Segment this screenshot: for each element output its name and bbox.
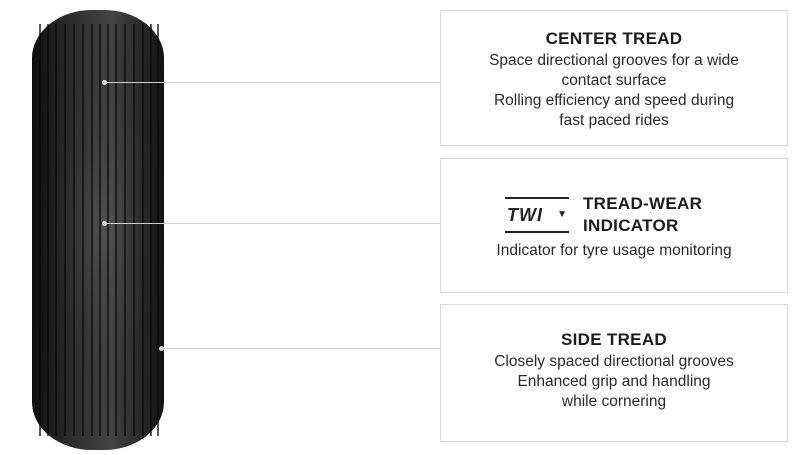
twi-arrow-icon: ▼: [557, 209, 567, 220]
side-tread-line-3: while cornering: [561, 393, 667, 410]
twi-connector: [104, 223, 440, 224]
center-tread-marker: [102, 80, 107, 85]
center-tread-line-4: fast paced rides: [559, 112, 669, 129]
center-tread-connector: [104, 82, 440, 83]
twi-title: TREAD-WEAR INDICATOR: [583, 194, 703, 235]
side-tread-line-1: Closely spaced directional grooves: [494, 353, 734, 370]
tread-wear-indicator-card: TWI ▼ TREAD-WEAR INDICATOR Indicator for…: [440, 158, 788, 293]
twi-header: TWI ▼ TREAD-WEAR INDICATOR: [441, 193, 787, 237]
side-tread-line-2: Enhanced grip and handling: [517, 373, 711, 390]
center-tread-line-3: Rolling efficiency and speed during: [493, 92, 735, 109]
twi-marker: [102, 221, 107, 226]
center-tread-line-2: contact surface: [561, 72, 667, 89]
side-tread-marker: [159, 346, 164, 351]
side-tread-title: SIDE TREAD: [561, 330, 667, 349]
center-tread-line-1: Space directional grooves for a wide: [489, 52, 739, 69]
twi-badge-text: TWI: [507, 205, 543, 225]
twi-badge-icon: TWI ▼: [505, 197, 569, 233]
side-tread-connector: [162, 348, 440, 349]
center-tread-title: CENTER TREAD: [545, 29, 683, 48]
twi-description: Indicator for tyre usage monitoring: [496, 242, 732, 259]
tyre-illustration: [32, 10, 164, 450]
side-tread-card: SIDE TREAD Closely spaced directional gr…: [440, 304, 788, 442]
center-tread-card: CENTER TREAD Space directional grooves f…: [440, 10, 788, 146]
tread-grooves: [39, 24, 159, 436]
